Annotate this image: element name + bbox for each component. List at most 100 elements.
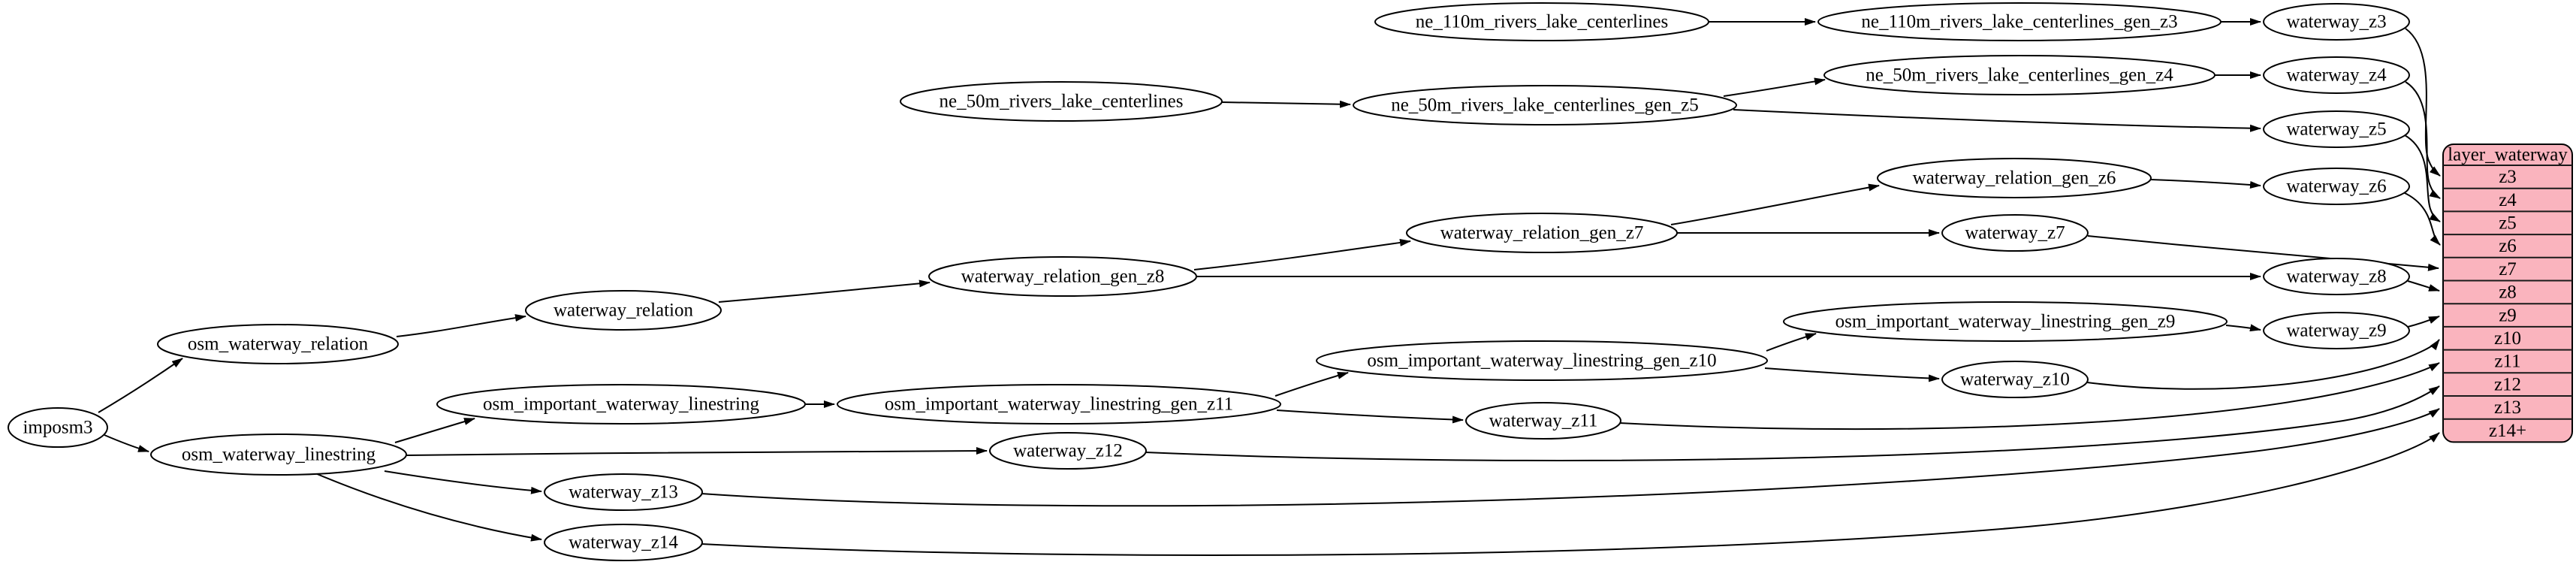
node-waterway_z4: waterway_z4 <box>2263 56 2410 94</box>
node-osm_important_waterway_linestring_gen_z11: osm_important_waterway_linestring_gen_z1… <box>837 384 1281 425</box>
node-shape-waterway_z9 <box>2263 312 2410 349</box>
node-shape-waterway_z10 <box>1941 361 2089 398</box>
node-label-waterway_z7: waterway_z7 <box>1965 223 2065 243</box>
node-shape-ne_110m_rivers_lake_centerlines <box>1374 2 1709 41</box>
node-shape-waterway_relation <box>525 290 722 331</box>
node-osm_waterway_linestring: osm_waterway_linestring <box>150 434 407 476</box>
node-ne_50m_rivers_lake_centerlines: ne_50m_rivers_lake_centerlines <box>900 81 1223 122</box>
edge-osm_important_waterway_linestring_gen_z10-to-osm_important_waterway_linestring_gen_z9 <box>1766 333 1817 352</box>
node-waterway_relation_gen_z7: waterway_relation_gen_z7 <box>1406 213 1678 253</box>
edge-waterway_z13-to-layer_waterway-z13 <box>701 408 2440 507</box>
node-label-waterway_z8: waterway_z8 <box>2286 267 2386 287</box>
edge-waterway_relation_gen_z8-to-waterway_relation_gen_z7 <box>1193 238 1411 270</box>
node-waterway_z9: waterway_z9 <box>2263 312 2410 349</box>
node-waterway_z5: waterway_z5 <box>2263 110 2410 148</box>
node-waterway_relation_gen_z8: waterway_relation_gen_z8 <box>928 256 1197 297</box>
edge-waterway_relation_gen_z6-to-waterway_z6 <box>2150 179 2261 189</box>
edge-osm_important_waterway_linestring_gen_z10-to-waterway_z10 <box>1764 367 1940 382</box>
node-shape-waterway_z5 <box>2263 110 2410 148</box>
edge-waterway_z11-to-layer_waterway-z11 <box>1619 362 2440 431</box>
node-shape-osm_waterway_relation <box>157 324 399 364</box>
table-row-z5: z5 <box>2499 213 2517 233</box>
node-waterway_z10: waterway_z10 <box>1941 361 2089 398</box>
edge-osm_waterway_linestring-to-waterway_z12 <box>406 447 988 456</box>
node-ne_110m_rivers_lake_centerlines: ne_110m_rivers_lake_centerlines <box>1374 2 1709 41</box>
edge-osm_waterway_relation-to-waterway_relation <box>396 314 526 337</box>
node-waterway_z14: waterway_z14 <box>544 524 703 561</box>
node-waterway_z12: waterway_z12 <box>989 432 1147 470</box>
table-row-z10: z10 <box>2494 328 2521 349</box>
node-label-waterway_relation_gen_z8: waterway_relation_gen_z8 <box>961 267 1165 287</box>
node-shape-osm_important_waterway_linestring_gen_z9 <box>1783 301 2228 342</box>
node-waterway_z6: waterway_z6 <box>2263 168 2410 205</box>
edge-osm_important_waterway_linestring_gen_z11-to-osm_important_waterway_linestring_gen_z10 <box>1274 371 1349 397</box>
edge-waterway_relation_gen_z7-to-waterway_relation_gen_z6 <box>1670 183 1880 225</box>
edge-osm_important_waterway_linestring_gen_z11-to-waterway_z11 <box>1276 409 1464 424</box>
node-ne_50m_rivers_lake_centerlines_gen_z4: ne_50m_rivers_lake_centerlines_gen_z4 <box>1823 55 2216 95</box>
node-label-osm_important_waterway_linestring_gen_z9: osm_important_waterway_linestring_gen_z9 <box>1835 312 2176 332</box>
node-ne_50m_rivers_lake_centerlines_gen_z5: ne_50m_rivers_lake_centerlines_gen_z5 <box>1353 85 1737 125</box>
table-row-z6: z6 <box>2499 236 2517 256</box>
edge-waterway_z9-to-layer_waterway-z9 <box>2407 316 2440 328</box>
node-osm_important_waterway_linestring_gen_z10: osm_important_waterway_linestring_gen_z1… <box>1316 340 1768 381</box>
node-label-waterway_z12: waterway_z12 <box>1013 441 1123 461</box>
node-shape-ne_110m_rivers_lake_centerlines_gen_z3 <box>1817 2 2222 41</box>
node-osm_waterway_relation: osm_waterway_relation <box>157 324 399 364</box>
edge-osm_waterway_linestring-to-waterway_z14 <box>315 473 542 542</box>
edge-osm_waterway_linestring-to-waterway_z13 <box>384 470 542 494</box>
node-shape-waterway_relation_gen_z8 <box>928 256 1197 297</box>
node-shape-imposm3 <box>8 407 108 448</box>
node-waterway_z7: waterway_z7 <box>1941 214 2089 252</box>
layer-waterway-table: layer_waterwayz3z4z5z6z7z8z9z10z11z12z13… <box>2442 144 2573 443</box>
node-waterway_z8: waterway_z8 <box>2263 258 2410 295</box>
edge-waterway_z5-to-layer_waterway-z5 <box>2404 134 2441 222</box>
edge-waterway_z12-to-layer_waterway-z12 <box>1145 385 2440 461</box>
node-label-ne_110m_rivers_lake_centerlines: ne_110m_rivers_lake_centerlines <box>1416 12 1668 32</box>
node-label-waterway_z13: waterway_z13 <box>569 482 678 503</box>
node-label-waterway_relation_gen_z6: waterway_relation_gen_z6 <box>1913 168 2116 189</box>
node-shape-waterway_relation_gen_z6 <box>1877 158 2152 198</box>
node-shape-waterway_z13 <box>544 473 703 511</box>
node-waterway_relation: waterway_relation <box>525 290 722 331</box>
node-shape-waterway_z7 <box>1941 214 2089 252</box>
edge-imposm3-to-osm_waterway_linestring <box>104 434 149 452</box>
node-label-waterway_z10: waterway_z10 <box>1960 370 2070 390</box>
table-title: layer_waterway <box>2448 145 2568 165</box>
node-shape-waterway_z8 <box>2263 258 2410 295</box>
node-label-osm_waterway_relation: osm_waterway_relation <box>188 334 369 355</box>
node-shape-ne_50m_rivers_lake_centerlines <box>900 81 1223 122</box>
edge-ne_50m_rivers_lake_centerlines_gen_z5-to-ne_50m_rivers_lake_centerlines_gen_z4 <box>1723 77 1826 97</box>
table-row-z9: z9 <box>2499 305 2517 325</box>
table-row-z8: z8 <box>2499 282 2517 303</box>
table-row-z12: z12 <box>2494 374 2521 394</box>
nodes-layer: imposm3 osm_waterway_relation osm_waterway… <box>8 2 2410 561</box>
edge-osm_waterway_linestring-to-osm_important_waterway_linestring <box>394 418 475 443</box>
node-imposm3: imposm3 <box>8 407 108 448</box>
node-shape-osm_important_waterway_linestring_gen_z10 <box>1316 340 1768 381</box>
node-label-waterway_relation_gen_z7: waterway_relation_gen_z7 <box>1440 223 1644 243</box>
edge-waterway_z6-to-layer_waterway-z6 <box>2403 192 2441 246</box>
node-label-waterway_z11: waterway_z11 <box>1489 411 1598 431</box>
node-waterway_relation_gen_z6: waterway_relation_gen_z6 <box>1877 158 2152 198</box>
table-row-z7: z7 <box>2499 259 2517 279</box>
node-label-ne_50m_rivers_lake_centerlines: ne_50m_rivers_lake_centerlines <box>940 92 1184 112</box>
edge-ne_50m_rivers_lake_centerlines-to-ne_50m_rivers_lake_centerlines_gen_z5 <box>1221 100 1351 108</box>
table-row-z11: z11 <box>2494 352 2520 372</box>
edge-osm_important_waterway_linestring_gen_z9-to-waterway_z9 <box>2225 324 2261 332</box>
node-label-waterway_relation: waterway_relation <box>554 301 694 321</box>
node-waterway_z3: waterway_z3 <box>2263 3 2410 41</box>
node-shape-ne_50m_rivers_lake_centerlines_gen_z5 <box>1353 85 1737 125</box>
table-row-z3: z3 <box>2499 167 2517 187</box>
node-label-osm_waterway_linestring: osm_waterway_linestring <box>182 445 376 465</box>
table-row-z14+: z14+ <box>2489 421 2526 441</box>
node-label-ne_50m_rivers_lake_centerlines_gen_z5: ne_50m_rivers_lake_centerlines_gen_z5 <box>1391 95 1699 116</box>
node-shape-ne_50m_rivers_lake_centerlines_gen_z4 <box>1823 55 2216 95</box>
edge-waterway_z4-to-layer_waterway-z4 <box>2405 81 2441 199</box>
node-shape-osm_waterway_linestring <box>150 434 407 476</box>
node-shape-waterway_relation_gen_z7 <box>1406 213 1678 253</box>
node-ne_110m_rivers_lake_centerlines_gen_z3: ne_110m_rivers_lake_centerlines_gen_z3 <box>1817 2 2222 41</box>
node-label-waterway_z4: waterway_z4 <box>2286 65 2387 86</box>
table-background <box>2442 144 2573 443</box>
node-osm_important_waterway_linestring: osm_important_waterway_linestring <box>436 384 806 425</box>
